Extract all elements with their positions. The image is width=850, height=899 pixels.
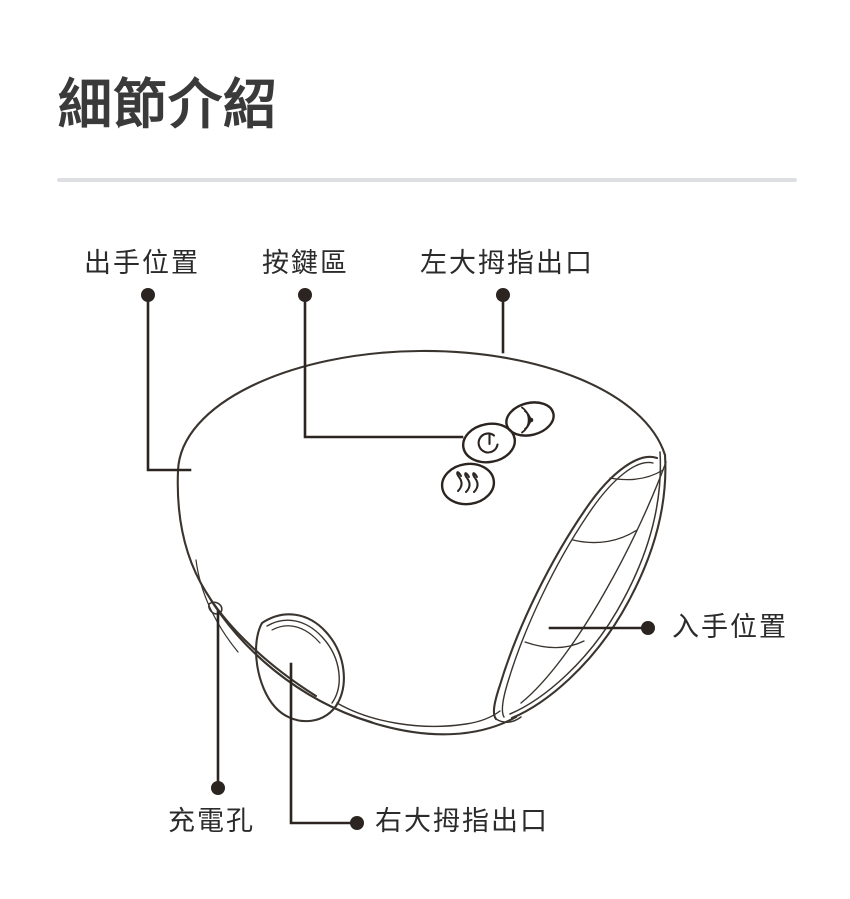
hand-opening-outer-2 xyxy=(509,451,662,715)
callout-label-right-thumb: 右大拇指出口 xyxy=(375,806,549,837)
leader-hand-entry xyxy=(548,621,655,635)
callout-label-hand-exit: 出手位置 xyxy=(84,248,200,279)
leader-dot xyxy=(496,288,510,302)
heat-waves-icon xyxy=(456,471,479,493)
mode-button-outline[interactable] xyxy=(503,398,557,441)
callout-label-charge-port: 充電孔 xyxy=(168,806,255,837)
leader-right-thumb xyxy=(289,662,364,830)
shell-left-edge xyxy=(176,469,318,698)
heat-button[interactable] xyxy=(439,461,496,508)
leader-dot xyxy=(641,621,655,635)
callout-label-button-area: 按鍵區 xyxy=(262,248,349,279)
power-button-outline[interactable] xyxy=(460,420,518,466)
leader-dot xyxy=(141,288,155,302)
hand-opening-bottom xyxy=(495,716,522,723)
dome-top-outline xyxy=(176,349,667,473)
button-cluster xyxy=(439,398,557,508)
leader-hand-exit xyxy=(141,288,192,472)
hand-opening-inner xyxy=(492,455,659,721)
mode-button[interactable] xyxy=(503,398,557,441)
callout-leaders xyxy=(141,288,655,830)
opening-seam-low xyxy=(524,640,585,649)
device-body xyxy=(176,349,667,736)
power-button[interactable] xyxy=(460,420,518,466)
leader-dot xyxy=(298,288,312,302)
opening-seam-top xyxy=(609,469,664,481)
page-title: 細節介紹 xyxy=(58,73,278,136)
callout-label-left-thumb: 左大拇指出口 xyxy=(420,248,594,279)
hand-opening-inner-2 xyxy=(501,461,654,718)
front-inner-seam xyxy=(336,702,501,728)
thumb-slot-inner-2 xyxy=(271,625,321,644)
power-icon xyxy=(477,432,499,454)
leader-dot xyxy=(350,816,364,830)
front-bottom-rim-inner xyxy=(211,600,373,723)
heat-button-outline[interactable] xyxy=(439,461,496,508)
leader-charge-port xyxy=(211,610,225,795)
callout-label-hand-entry: 入手位置 xyxy=(672,612,788,643)
shell-lower-highlight xyxy=(195,559,239,653)
title-divider xyxy=(57,178,797,182)
hand-opening-depth xyxy=(520,461,667,704)
thumb-slot-inner xyxy=(266,619,340,704)
wave-signal-icon xyxy=(521,406,534,434)
leader-dot xyxy=(211,781,225,795)
hand-opening-outer xyxy=(510,453,667,720)
thumb-slot-outline xyxy=(255,613,345,723)
leader-button-area xyxy=(298,288,464,439)
front-bottom-rim-outer xyxy=(204,590,518,736)
leader-left-thumb xyxy=(496,288,510,354)
opening-seam-mid xyxy=(572,529,638,544)
